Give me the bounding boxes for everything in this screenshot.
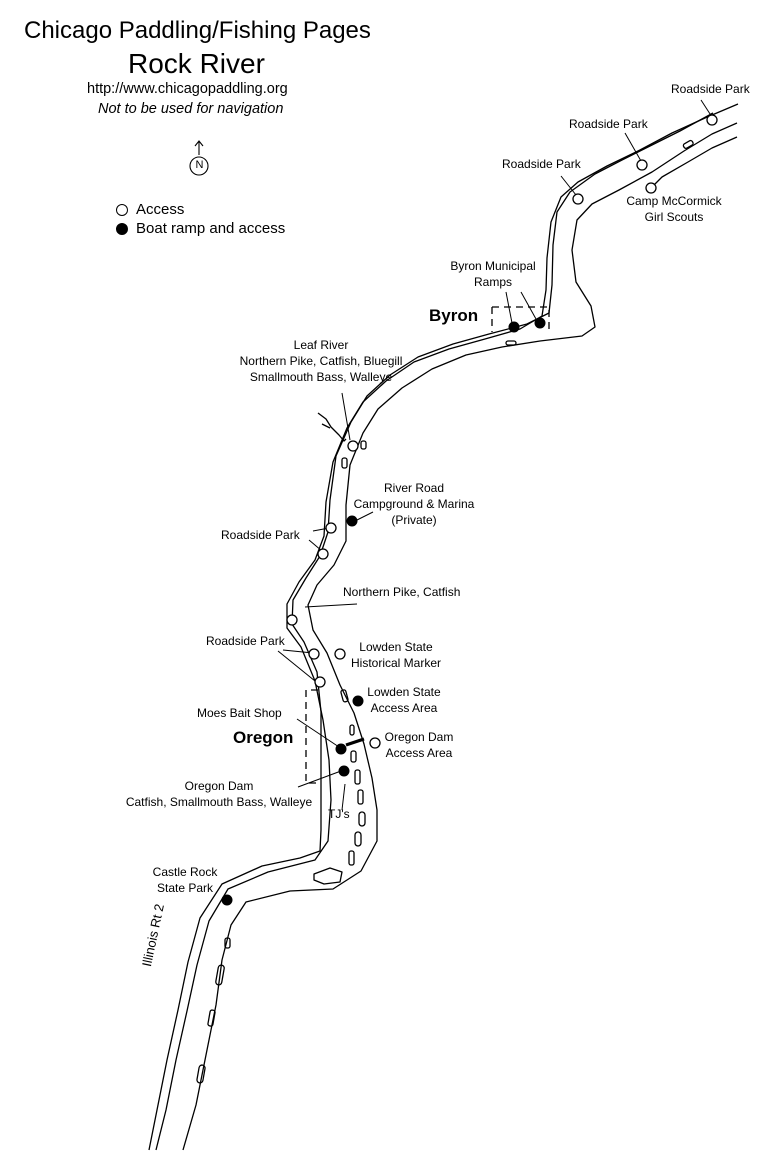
access-roadside-park-5a[interactable] (308, 648, 320, 660)
disclaimer: Not to be used for navigation (98, 101, 284, 117)
label-roadside-park-2: Roadside Park (569, 117, 648, 131)
access-camp-mccormick[interactable] (645, 182, 657, 194)
access-roadside-park-2[interactable] (636, 159, 648, 171)
town-byron: Byron (429, 306, 479, 325)
label-camp-mccormick: Camp McCormick Girl Scouts (626, 194, 722, 224)
label-leaf-river: Leaf River Northern Pike, Catfish, Blueg… (239, 338, 403, 384)
ramp-moes[interactable] (335, 743, 347, 755)
river-islands (196, 139, 694, 1084)
river-west-bank (155, 103, 739, 1151)
access-roadside-park-5b[interactable] (314, 676, 326, 688)
access-roadside-park-1[interactable] (706, 114, 718, 126)
access-roadside-park-3[interactable] (572, 193, 584, 205)
label-moes-bait-shop: Moes Bait Shop (197, 706, 282, 720)
access-lowden-marker[interactable] (334, 648, 346, 660)
byron-boundary (491, 306, 550, 332)
ramp-byron-2[interactable] (534, 317, 546, 329)
ramp-castle-rock[interactable] (221, 894, 233, 906)
oregon-dam (345, 737, 365, 747)
ramp-lowden-access[interactable] (352, 695, 364, 707)
leaf-river-tributary (317, 412, 347, 442)
leader-lines (277, 99, 713, 811)
legend-access: Access (116, 201, 184, 218)
north-arrow-icon (189, 140, 209, 176)
label-castle-rock: Castle Rock State Park (152, 865, 218, 895)
legend-boat-ramp: Boat ramp and access (116, 220, 285, 237)
label-river-road: River Road Campground & Marina (Private) (353, 481, 475, 527)
river-east-bank (182, 122, 738, 1151)
access-roadside-park-4b[interactable] (317, 548, 329, 560)
label-roadside-park-1: Roadside Park (671, 82, 750, 96)
access-points (286, 114, 718, 749)
label-northern-pike-catfish: Northern Pike, Catfish (343, 585, 461, 599)
label-byron-ramps: Byron Municipal Ramps (450, 259, 536, 289)
access-roadside-park-4a[interactable] (325, 522, 337, 534)
label-lowden-access: Lowden State Access Area (367, 685, 441, 715)
access-leaf-river[interactable] (347, 440, 359, 452)
site-title: Chicago Paddling/Fishing Pages (24, 17, 371, 44)
legend-access-label: Access (136, 201, 185, 218)
site-url[interactable]: http://www.chicagopaddling.org (87, 81, 288, 97)
label-oregon-dam-fish: Oregon Dam Catfish, Smallmouth Bass, Wal… (125, 779, 313, 809)
ramp-tjs[interactable] (338, 765, 350, 777)
label-oregon-dam-access: Oregon Dam Access Area (384, 730, 454, 760)
label-tjs: TJ's (328, 807, 350, 821)
ramp-river-road[interactable] (346, 515, 358, 527)
access-north-oregon[interactable] (286, 614, 298, 626)
label-roadside-park-4: Roadside Park (221, 528, 300, 542)
open-circle-icon (116, 203, 128, 216)
legend-boat-ramp-label: Boat ramp and access (136, 220, 286, 237)
town-oregon: Oregon (233, 728, 294, 747)
label-lowden-marker: Lowden State Historical Marker (350, 640, 441, 670)
filled-circle-icon (116, 222, 128, 235)
road-illinois-rt2 (148, 112, 714, 1151)
access-oregon-dam[interactable] (369, 737, 381, 749)
map-title: Rock River (128, 48, 265, 79)
label-roadside-park-3: Roadside Park (502, 157, 581, 171)
ramp-byron-1[interactable] (508, 321, 520, 333)
oregon-boundary (305, 689, 318, 784)
boat-ramps (221, 317, 546, 906)
north-letter: N (195, 159, 204, 171)
label-roadside-park-5: Roadside Park (206, 634, 285, 648)
